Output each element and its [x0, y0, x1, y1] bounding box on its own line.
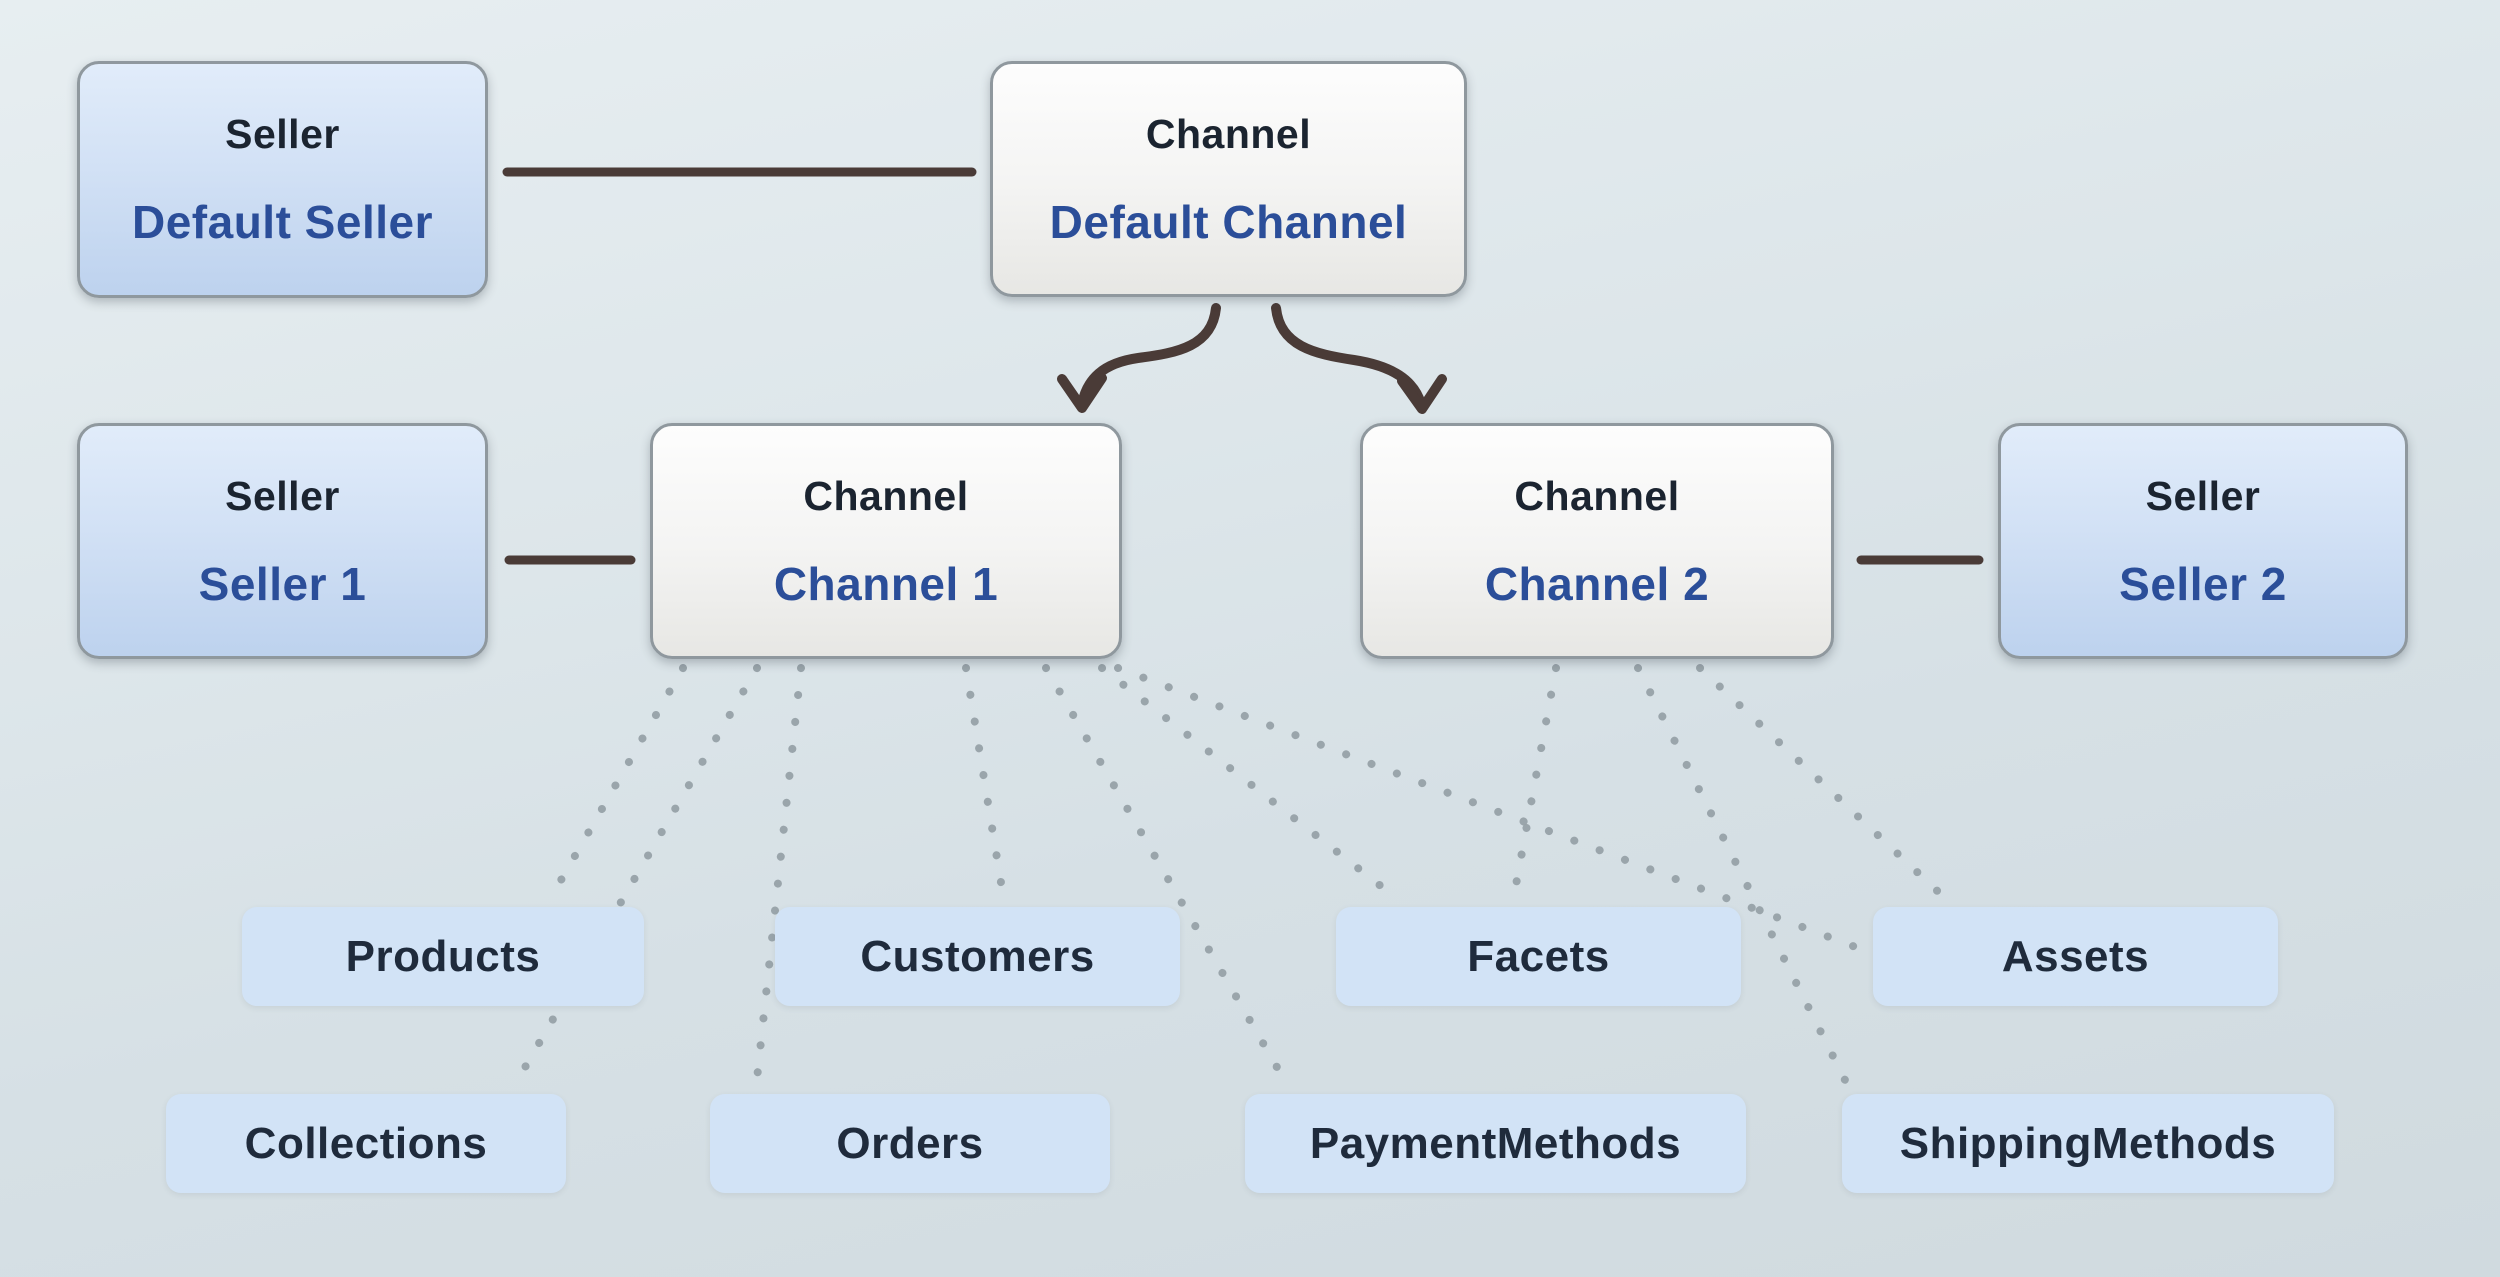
- dotted-connector-channel1-orders: [752, 664, 805, 1092]
- arrow-default-channel-to-channel2: [1271, 303, 1447, 414]
- dotted-connector-channel2-shippingmethods: [1634, 664, 1853, 1092]
- arrow-default-channel-to-channel1: [1057, 303, 1221, 413]
- node-channel-1: Channel Channel 1: [650, 423, 1122, 659]
- arrowhead-down-icon: [1057, 373, 1107, 413]
- dotted-connector-channel2-assets: [1696, 664, 1952, 905]
- node-type-label: Seller: [2145, 472, 2261, 519]
- dotted-connector-channel1-products: [545, 664, 687, 905]
- dotted-connector-channel1-collections: [509, 664, 761, 1092]
- entity-collections: Collections: [166, 1094, 566, 1193]
- node-channel-2: Channel Channel 2: [1360, 423, 1834, 659]
- node-type-label: Channel: [1514, 472, 1680, 519]
- dotted-connector-channel1-paymentmethods: [1042, 664, 1293, 1092]
- node-seller-2: Seller Seller 2: [1998, 423, 2408, 659]
- node-type-label: Channel: [803, 472, 969, 519]
- node-seller-1: Seller Seller 1: [77, 423, 488, 659]
- node-type-label: Seller: [225, 472, 340, 519]
- entity-facets: Facets: [1336, 907, 1741, 1006]
- node-default-seller: Seller Default Seller: [77, 61, 488, 298]
- entity-products: Products: [242, 907, 644, 1006]
- node-name-label: Channel 2: [1484, 557, 1710, 610]
- node-type-label: Seller: [225, 111, 340, 157]
- arrowhead-down-icon: [1397, 374, 1447, 414]
- dotted-connector-channel1-assets: [1114, 664, 1870, 955]
- node-name-label: Seller 1: [198, 557, 367, 610]
- node-default-channel: Channel Default Channel: [990, 61, 1467, 297]
- entity-customers: Customers: [775, 907, 1180, 1006]
- dotted-connector-channel1-facets: [1098, 664, 1404, 905]
- entity-orders: Orders: [710, 1094, 1110, 1193]
- node-name-label: Default Seller: [132, 196, 433, 248]
- dotted-connector-channel2-facets: [1509, 664, 1560, 905]
- entity-payment-methods: PaymentMethods: [1245, 1094, 1746, 1193]
- entity-assets: Assets: [1873, 907, 2278, 1006]
- node-name-label: Default Channel: [1049, 195, 1408, 248]
- node-name-label: Channel 1: [773, 557, 999, 610]
- entity-shipping-methods: ShippingMethods: [1842, 1094, 2334, 1193]
- dotted-connector-channel1-customers: [962, 664, 1008, 905]
- node-type-label: Channel: [1145, 110, 1312, 157]
- node-name-label: Seller 2: [2119, 557, 2287, 610]
